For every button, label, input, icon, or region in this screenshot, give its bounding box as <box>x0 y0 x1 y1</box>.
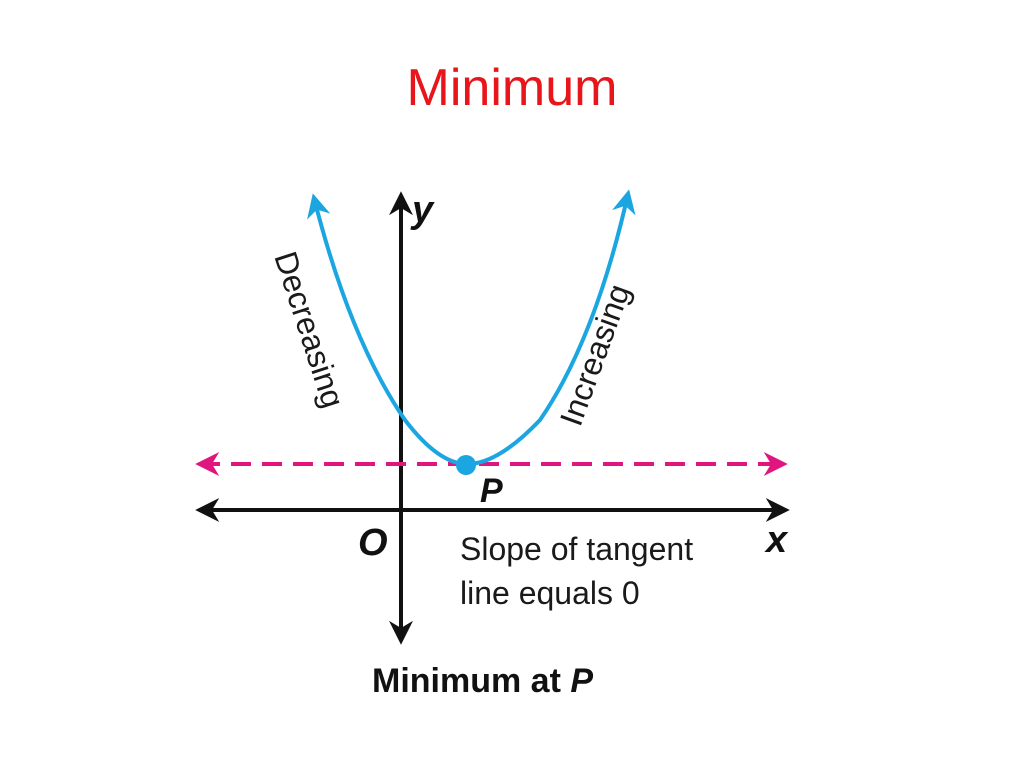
caption-point: P <box>570 662 593 700</box>
tangent-note-line2: line equals 0 <box>460 575 640 611</box>
point-label: P <box>480 472 503 510</box>
increasing-label: Increasing <box>553 279 637 430</box>
x-axis-label: x <box>764 519 789 561</box>
caption-text: Minimum at <box>372 662 570 700</box>
y-axis-label: y <box>410 189 435 231</box>
slide-title: Minimum <box>406 59 618 117</box>
tangent-note-line1: Slope of tangent <box>460 531 693 567</box>
minimum-point-marker <box>456 455 476 475</box>
origin-label: O <box>358 522 388 564</box>
diagram-caption: Minimum at P <box>372 662 593 700</box>
decreasing-label: Decreasing <box>267 247 351 412</box>
